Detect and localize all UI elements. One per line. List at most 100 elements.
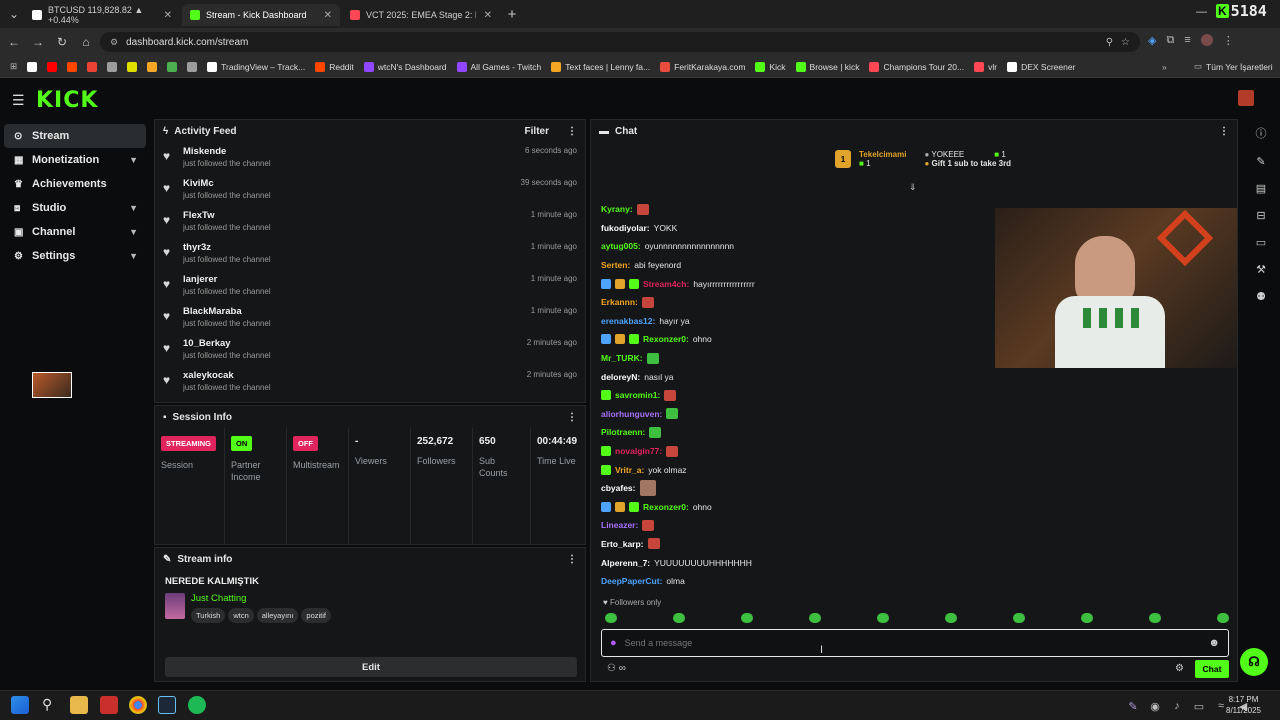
bookmark-item[interactable]: [87, 61, 98, 72]
bookmark-item[interactable]: [167, 61, 178, 72]
bookmark-item[interactable]: [127, 61, 138, 72]
chat-username[interactable]: Vritr_a:: [615, 464, 645, 475]
chat-username[interactable]: DeepPaperCut:: [601, 576, 663, 587]
monitor-icon[interactable]: ▭: [1193, 700, 1205, 713]
browser-menu-icon[interactable]: ⋮: [1222, 35, 1234, 47]
chat-username[interactable]: deloreyN:: [601, 371, 641, 382]
quick-emote-icon[interactable]: [1013, 613, 1025, 623]
chat-username[interactable]: Rexonzer0:: [643, 334, 689, 345]
bookmark-item[interactable]: [147, 61, 158, 72]
chevron-down-icon[interactable]: ▼: [129, 251, 138, 261]
wrench-icon[interactable]: ⚒: [1256, 264, 1266, 276]
sidebar-item-achievements[interactable]: ♛Achievements: [4, 172, 146, 196]
volume-icon[interactable]: ◀: [1238, 700, 1248, 713]
bookmark-item[interactable]: All Games - Twitch: [456, 61, 541, 72]
category-link[interactable]: Just Chatting: [191, 593, 247, 604]
sidebar-item-settings[interactable]: ⚙Settings▼: [4, 244, 146, 268]
hamburger-menu-icon[interactable]: ☰: [12, 92, 25, 108]
chat-username[interactable]: Erto_karp:: [601, 538, 644, 549]
user-avatar[interactable]: [1238, 90, 1254, 106]
chat-username[interactable]: erenakbas12:: [601, 315, 656, 326]
chat-extras-icon[interactable]: ⚇ ∞: [607, 663, 626, 674]
browser-tab-btcusd[interactable]: BTCUSD 119,828.82 ▲ +0.44% ✕: [24, 4, 180, 26]
app-icon[interactable]: [100, 696, 118, 714]
more-options-icon[interactable]: ⋮: [1219, 125, 1229, 137]
browser-tab-kick-dashboard[interactable]: Stream - Kick Dashboard ✕: [182, 4, 340, 26]
back-icon[interactable]: ←: [8, 35, 20, 49]
quick-emote-icon[interactable]: [673, 613, 685, 623]
chat-username[interactable]: Pilotraenn:: [601, 427, 646, 438]
sidebar-item-monetization[interactable]: ▦Monetization▼: [4, 148, 146, 172]
kick-logo[interactable]: KICK: [36, 88, 99, 113]
mic-icon[interactable]: ♪: [1174, 700, 1180, 712]
follower-name[interactable]: Miskende: [183, 146, 227, 157]
pencil-icon[interactable]: ✎: [1256, 156, 1266, 168]
extensions-puzzle-icon[interactable]: ⧉: [1166, 34, 1175, 46]
chat-username[interactable]: novalgin77:: [615, 446, 663, 457]
quick-emote-icon[interactable]: [1149, 613, 1161, 623]
runner-name[interactable]: YOKEEE: [931, 150, 965, 159]
help-headset-button[interactable]: ☊: [1240, 648, 1268, 676]
bookmark-item[interactable]: Reddit: [315, 61, 354, 72]
more-bookmarks-icon[interactable]: »: [1162, 61, 1167, 72]
chat-username[interactable]: savromin1:: [615, 390, 661, 401]
chat-username[interactable]: Lineazer:: [601, 520, 639, 531]
chat-username[interactable]: Mr_TURK:: [601, 353, 643, 364]
chat-username[interactable]: cbyafes:: [601, 483, 636, 494]
quick-emote-icon[interactable]: [809, 613, 821, 623]
zoom-icon[interactable]: ⚲: [1105, 36, 1114, 48]
stream-tag[interactable]: Turkish: [191, 608, 226, 623]
bookmark-item[interactable]: Browse | kick: [795, 61, 859, 72]
follower-name[interactable]: lanjerer: [183, 274, 218, 285]
more-options-icon[interactable]: ⋮: [567, 411, 577, 423]
stack-icon[interactable]: ▤: [1255, 183, 1267, 195]
chat-username[interactable]: Serten:: [601, 260, 631, 271]
quick-emote-icon[interactable]: [741, 613, 753, 623]
windows-start-icon[interactable]: [11, 696, 29, 714]
minimize-icon[interactable]: —: [1196, 6, 1207, 18]
apps-grid-icon[interactable]: ⊞: [10, 61, 18, 71]
bookmark-item[interactable]: DEX Screener: [1007, 61, 1075, 72]
sidebar-item-channel[interactable]: ▣Channel▼: [4, 220, 146, 244]
new-tab-plus-icon[interactable]: +: [507, 5, 517, 23]
quick-emote-icon[interactable]: [605, 613, 617, 623]
chat-username[interactable]: Kyrany:: [601, 204, 633, 215]
follower-name[interactable]: thyr3z: [183, 242, 211, 253]
bookmark-item[interactable]: FeritKarakaya.com: [660, 61, 745, 72]
wifi-icon[interactable]: ≈: [1217, 700, 1225, 712]
site-info-icon[interactable]: ⚙: [110, 36, 119, 47]
search-icon[interactable]: ⚲: [42, 696, 53, 712]
chevron-down-icon[interactable]: ▼: [129, 155, 138, 165]
grid-icon[interactable]: ⊟: [1256, 210, 1266, 222]
chevron-down-icon[interactable]: ▼: [129, 227, 138, 237]
filter-button[interactable]: Filter: [524, 125, 549, 137]
chat-username[interactable]: Rexonzer0:: [643, 501, 689, 512]
more-options-icon[interactable]: ⋮: [567, 125, 577, 137]
edit-button[interactable]: Edit: [165, 657, 577, 677]
bookmark-item[interactable]: Champions Tour 20...: [869, 61, 964, 72]
bookmark-item[interactable]: [67, 61, 78, 72]
spotify-icon[interactable]: [188, 696, 206, 714]
follower-name[interactable]: xaleykocak: [183, 370, 234, 381]
chat-username[interactable]: fukodiyolar:: [601, 222, 650, 233]
sidebar-item-studio[interactable]: ⧈Studio▼: [4, 196, 146, 220]
tab-search-chevron-icon[interactable]: ⌄: [8, 7, 20, 21]
bookmark-star-icon[interactable]: ☆: [1121, 36, 1130, 48]
chat-settings-icon[interactable]: ⚙: [1175, 663, 1184, 674]
all-bookmarks-folder[interactable]: ▭ Tüm Yer İşaretleri: [1194, 61, 1273, 72]
follower-name[interactable]: 10_Berkay: [183, 338, 231, 349]
bookmark-item[interactable]: [27, 61, 38, 72]
quick-emote-icon[interactable]: [1081, 613, 1093, 623]
chat-username[interactable]: Alperenn_7:: [601, 557, 651, 568]
sidebar-item-stream[interactable]: ⊙Stream: [4, 124, 146, 148]
chat-username[interactable]: Erkannn:: [601, 297, 638, 308]
bookmark-item[interactable]: [187, 61, 198, 72]
steam-tray-icon[interactable]: ◉: [1150, 700, 1160, 713]
taskbar-clock[interactable]: 8:17 PM 8/11/2025: [1226, 694, 1261, 716]
home-icon[interactable]: ⌂: [82, 35, 90, 49]
stream-tag[interactable]: alleyayını: [256, 608, 299, 623]
close-tab-icon[interactable]: ✕: [483, 9, 492, 21]
profile-avatar[interactable]: [1200, 34, 1213, 46]
plugin-icon[interactable]: ⚉: [1256, 291, 1266, 303]
file-explorer-icon[interactable]: [70, 696, 88, 714]
